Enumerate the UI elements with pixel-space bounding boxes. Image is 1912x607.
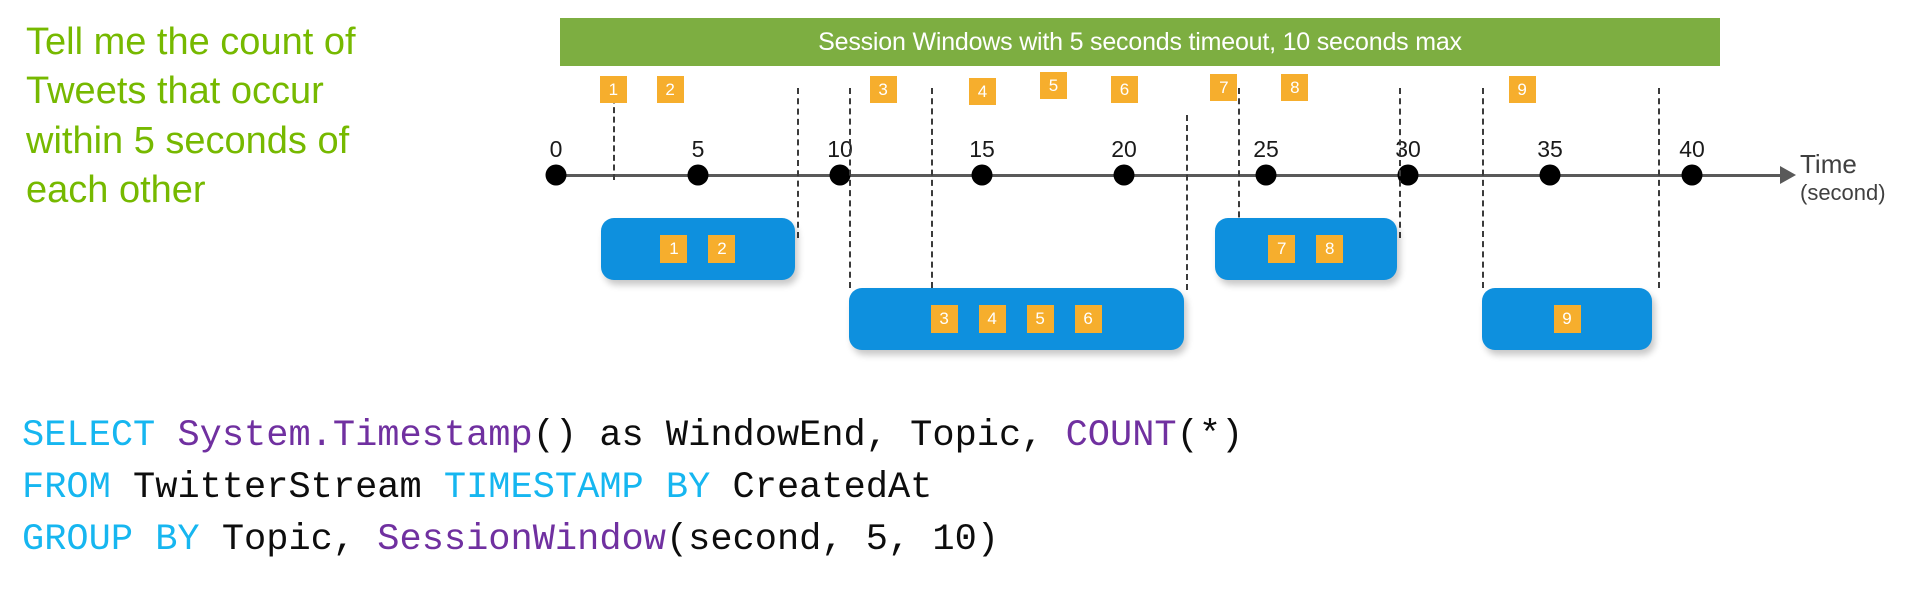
time-axis-label-unit: (second) [1800, 179, 1886, 205]
sql-query-block: SELECT System.Timestamp() as WindowEnd, … [22, 410, 1243, 566]
axis-tick-label-35: 35 [1537, 136, 1563, 162]
session-boundary-line [1237, 88, 1240, 238]
event-marker-8: 8 [1281, 74, 1309, 101]
time-axis-arrow-icon [1780, 166, 1796, 184]
event-marker-6: 6 [1111, 76, 1138, 103]
session-event-chip-3: 3 [930, 305, 958, 333]
sql-token: FROM [22, 467, 134, 509]
axis-tick-label-0: 0 [549, 136, 563, 162]
time-axis-line [548, 174, 1786, 177]
event-marker-7: 7 [1210, 74, 1238, 101]
time-axis-label: Time (second) [1800, 149, 1886, 205]
session-event-chip-4: 4 [978, 305, 1006, 333]
axis-dot-15 [971, 164, 993, 186]
axis-dot-10 [829, 164, 851, 186]
session-boundary-line [1657, 88, 1660, 288]
session-boundary-line [930, 88, 933, 288]
sql-line-2: FROM TwitterStream TIMESTAMP BY CreatedA… [22, 462, 1243, 514]
diagram-title-label: Session Windows with 5 seconds timeout, … [818, 28, 1462, 56]
axis-tick-label-40: 40 [1679, 136, 1705, 162]
event-marker-4: 4 [969, 78, 996, 105]
sql-token: CreatedAt [732, 467, 933, 509]
event-marker-1: 1 [599, 76, 627, 103]
time-axis-label-main: Time [1800, 149, 1857, 179]
axis-dot-0 [545, 164, 567, 186]
session-boundary-line [848, 88, 851, 288]
sql-token: () as WindowEnd, Topic, [532, 415, 1066, 457]
sql-token: (*) [1176, 415, 1244, 457]
session-event-chip-1: 1 [660, 235, 688, 263]
session-event-chip-5: 5 [1026, 305, 1054, 333]
session-event-chip-8: 8 [1316, 235, 1344, 263]
session-event-chip-7: 7 [1268, 235, 1296, 263]
sql-token: SELECT [22, 415, 178, 457]
axis-tick-label-15: 15 [969, 136, 995, 162]
session-window-events: 9 [1482, 305, 1652, 333]
sql-token: SessionWindow [377, 519, 666, 561]
session-boundary-line [1481, 88, 1484, 288]
session-event-chip-9: 9 [1553, 305, 1581, 333]
prompt-text: Tell me the count of Tweets that occur w… [26, 21, 356, 212]
sql-token: COUNT [1065, 415, 1177, 457]
session-window-diagram: Session Windows with 5 seconds timeout, … [545, 18, 1886, 350]
sql-token: GROUP BY [22, 519, 222, 561]
sql-token: System.Timestamp [177, 415, 533, 457]
session-boundary-line [612, 88, 615, 180]
event-marker-9: 9 [1508, 76, 1536, 103]
sql-token: TwitterStream [133, 467, 444, 509]
sql-token: (second, 5, 10) [665, 519, 999, 561]
session-boundary-line [1186, 115, 1189, 290]
session-event-chip-6: 6 [1074, 305, 1102, 333]
axis-dot-20 [1113, 164, 1135, 186]
event-marker-5: 5 [1040, 72, 1067, 99]
axis-dot-40 [1681, 164, 1703, 186]
sql-line-1: SELECT System.Timestamp() as WindowEnd, … [22, 410, 1243, 462]
session-event-chip-2: 2 [708, 235, 736, 263]
diagram-title-bar: Session Windows with 5 seconds timeout, … [560, 18, 1720, 66]
sql-token: Topic, [221, 519, 378, 561]
session-boundary-line [797, 88, 800, 238]
axis-dot-5 [687, 164, 709, 186]
axis-dot-35 [1539, 164, 1561, 186]
session-window-box[interactable]: 9 [1481, 288, 1653, 350]
sql-token: TIMESTAMP BY [443, 467, 733, 509]
axis-tick-label-20: 20 [1111, 136, 1137, 162]
axis-dot-30 [1397, 164, 1419, 186]
axis-tick-label-5: 5 [691, 136, 705, 162]
axis-dot-25 [1255, 164, 1277, 186]
sql-line-3: GROUP BY Topic, SessionWindow(second, 5,… [22, 514, 1243, 566]
event-marker-3: 3 [869, 76, 897, 103]
event-marker-2: 2 [656, 76, 684, 103]
session-boundary-line [1399, 88, 1402, 238]
axis-tick-label-25: 25 [1253, 136, 1279, 162]
